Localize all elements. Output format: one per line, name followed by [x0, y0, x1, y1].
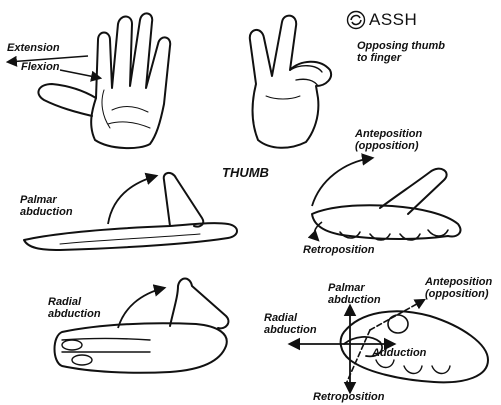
assh-logo-text: ASSH	[369, 10, 417, 30]
radial-abduction-arrow	[118, 288, 164, 328]
label-palmar-abduction-1: Palmar abduction	[20, 194, 73, 218]
label-retroposition-1: Retroposition	[303, 244, 375, 256]
thumb-title: THUMB	[222, 165, 269, 180]
label-adduction: Adduction	[372, 347, 426, 359]
radial-abduction-hand	[55, 279, 229, 373]
label-flexion: Flexion	[21, 61, 60, 73]
assh-logo: ASSH	[346, 10, 417, 30]
label-opposing-thumb: Opposing thumb to finger	[357, 40, 445, 64]
anteposition-hand	[312, 169, 460, 240]
label-radial-abduction-1: Radial abduction	[48, 296, 101, 320]
label-extension: Extension	[7, 42, 60, 54]
assh-logo-icon	[346, 10, 366, 30]
retroposition-arrow	[315, 222, 322, 240]
open-hand-illustration	[38, 13, 170, 148]
label-palmar-abduction-2: Palmar abduction	[328, 282, 381, 306]
label-radial-abduction-2: Radial abduction	[264, 312, 317, 336]
label-anteposition-2: Anteposition (opposition)	[425, 276, 492, 300]
opposing-hand-illustration	[250, 16, 331, 148]
label-retroposition-2: Retroposition	[313, 391, 385, 403]
palmar-abduction-arrow	[108, 176, 156, 224]
axes-diagram	[290, 300, 488, 392]
anteposition-arrow	[312, 158, 372, 206]
label-anteposition-1: Anteposition (opposition)	[355, 128, 422, 152]
